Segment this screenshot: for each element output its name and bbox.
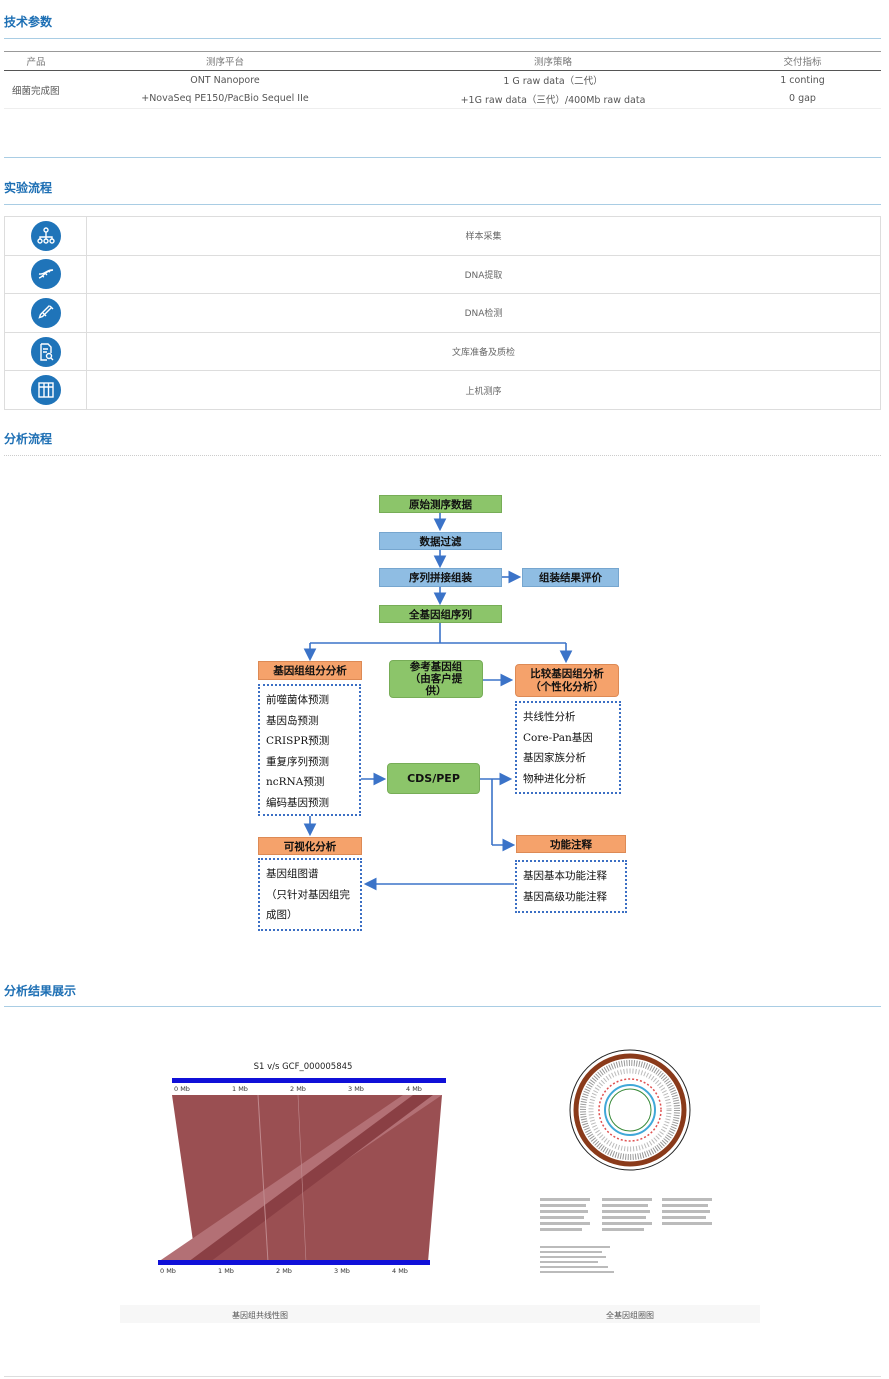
section-title-analysis: 分析流程 bbox=[4, 432, 53, 446]
params-cell: +1G raw data（三代）/400Mb raw data bbox=[382, 89, 724, 109]
flow-reference-genome: 参考基因组 （由客户提 供） bbox=[389, 660, 483, 698]
params-header: 测序策略 bbox=[382, 51, 724, 71]
divider bbox=[4, 38, 881, 39]
function-item: 基因基本功能注释 bbox=[523, 870, 607, 882]
flow-cds-pep: CDS/PEP bbox=[387, 763, 480, 794]
process-step-label: 样本采集 bbox=[86, 216, 881, 256]
flow-component-analysis: 基因组组分分析 bbox=[258, 661, 362, 680]
flowchart-connectors bbox=[303, 513, 573, 891]
divider bbox=[4, 157, 881, 158]
params-header: 交付指标 bbox=[724, 51, 881, 71]
visual-items-box: 基因组图谱 （只针对基因组完 成图） bbox=[258, 858, 362, 931]
synteny-plot: S1 v/s GCF_000005845 0 Mb 1 Mb 2 Mb 3 Mb… bbox=[158, 1062, 448, 1282]
flow-data-filter: 数据过滤 bbox=[379, 532, 502, 550]
bottom-tick: 2 Mb bbox=[276, 1267, 292, 1275]
component-item: ncRNA预测 bbox=[266, 776, 325, 788]
synteny-caption: 基因组共线性图 bbox=[232, 1311, 288, 1320]
flow-visualization: 可视化分析 bbox=[258, 837, 362, 855]
params-header: 产品 bbox=[4, 51, 68, 71]
params-cell: +NovaSeq PE150/PacBio Sequel IIe bbox=[68, 89, 382, 109]
compare-item: 物种进化分析 bbox=[523, 772, 586, 785]
bottom-tick: 0 Mb bbox=[160, 1267, 176, 1275]
bottom-tick: 3 Mb bbox=[334, 1267, 350, 1275]
compare-item: 基因家族分析 bbox=[523, 752, 586, 764]
section-title-process: 实验流程 bbox=[4, 181, 53, 195]
params-header: 测序平台 bbox=[68, 51, 382, 71]
caption-bar bbox=[120, 1305, 760, 1323]
component-item: 前噬菌体预测 bbox=[266, 694, 329, 706]
divider bbox=[4, 1006, 881, 1007]
top-tick: 3 Mb bbox=[348, 1085, 364, 1093]
divider bbox=[4, 204, 881, 205]
compare-item: Core-Pan基因 bbox=[523, 731, 593, 744]
flow-genome: 全基因组序列 bbox=[379, 605, 502, 623]
flow-assembly-eval: 组装结果评价 bbox=[522, 568, 619, 587]
pipette-icon bbox=[30, 297, 61, 328]
process-step-label: DNA检测 bbox=[86, 293, 881, 333]
params-cell: 0 gap bbox=[724, 89, 881, 109]
component-item: 基因岛预测 bbox=[266, 714, 319, 727]
flow-function-annotation: 功能注释 bbox=[516, 835, 626, 853]
component-item: 编码基因预测 bbox=[266, 796, 329, 809]
top-tick: 1 Mb bbox=[232, 1085, 248, 1093]
top-tick: 2 Mb bbox=[290, 1085, 306, 1093]
grid-icon bbox=[30, 375, 61, 406]
params-cell: 1 G raw data（二代） bbox=[503, 76, 603, 88]
section-title-results: 分析结果展示 bbox=[4, 984, 77, 998]
function-item: 基因高级功能注释 bbox=[523, 890, 607, 903]
visual-item: （只针对基因组完 bbox=[266, 888, 350, 901]
hierarchy-icon bbox=[30, 220, 61, 251]
visual-item: 成图） bbox=[266, 909, 298, 921]
flow-raw-data: 原始测序数据 bbox=[379, 495, 502, 513]
circos-caption: 全基因组圈图 bbox=[606, 1311, 654, 1320]
params-cell: ONT Nanopore bbox=[190, 74, 260, 86]
component-item: 重复序列预测 bbox=[266, 755, 329, 768]
component-item: CRISPR预测 bbox=[266, 735, 330, 747]
compare-items-box: 共线性分析 Core-Pan基因 基因家族分析 物种进化分析 bbox=[515, 701, 621, 794]
top-tick: 4 Mb bbox=[406, 1085, 422, 1093]
synteny-title: S1 v/s GCF_000005845 bbox=[253, 1062, 353, 1072]
section-title-params: 技术参数 bbox=[4, 15, 53, 29]
component-items-box: 前噬菌体预测 基因岛预测 CRISPR预测 重复序列预测 ncRNA预测 编码基… bbox=[258, 684, 361, 816]
flow-assembly: 序列拼接组装 bbox=[379, 568, 502, 587]
circos-plot bbox=[540, 1049, 712, 1273]
flow-compare-genome: 比较基因组分析 （个性化分析） bbox=[515, 664, 619, 697]
bottom-tick: 1 Mb bbox=[218, 1267, 234, 1275]
params-table: 产品 测序平台 测序策略 交付指标 细菌完成图 ONT Nanopore 1 G… bbox=[4, 51, 881, 109]
process-table: 样本采集 DNA提取 DNA检测 文库准备及质检 上机测序 bbox=[4, 216, 881, 410]
compare-item: 共线性分析 bbox=[523, 711, 576, 723]
visual-item: 基因组图谱 bbox=[266, 868, 319, 880]
function-items-box: 基因基本功能注释 基因高级功能注释 bbox=[515, 860, 627, 913]
dna-icon bbox=[30, 259, 61, 290]
synteny-graphic bbox=[158, 1078, 446, 1265]
top-tick: 0 Mb bbox=[174, 1085, 190, 1093]
params-product: 细菌完成图 bbox=[4, 70, 68, 109]
document-search-icon bbox=[30, 336, 61, 367]
process-step-label: 上机测序 bbox=[86, 370, 881, 410]
divider bbox=[4, 1376, 881, 1377]
divider bbox=[4, 455, 881, 456]
bottom-tick: 4 Mb bbox=[392, 1267, 408, 1275]
params-cell: 1 conting bbox=[780, 74, 825, 86]
